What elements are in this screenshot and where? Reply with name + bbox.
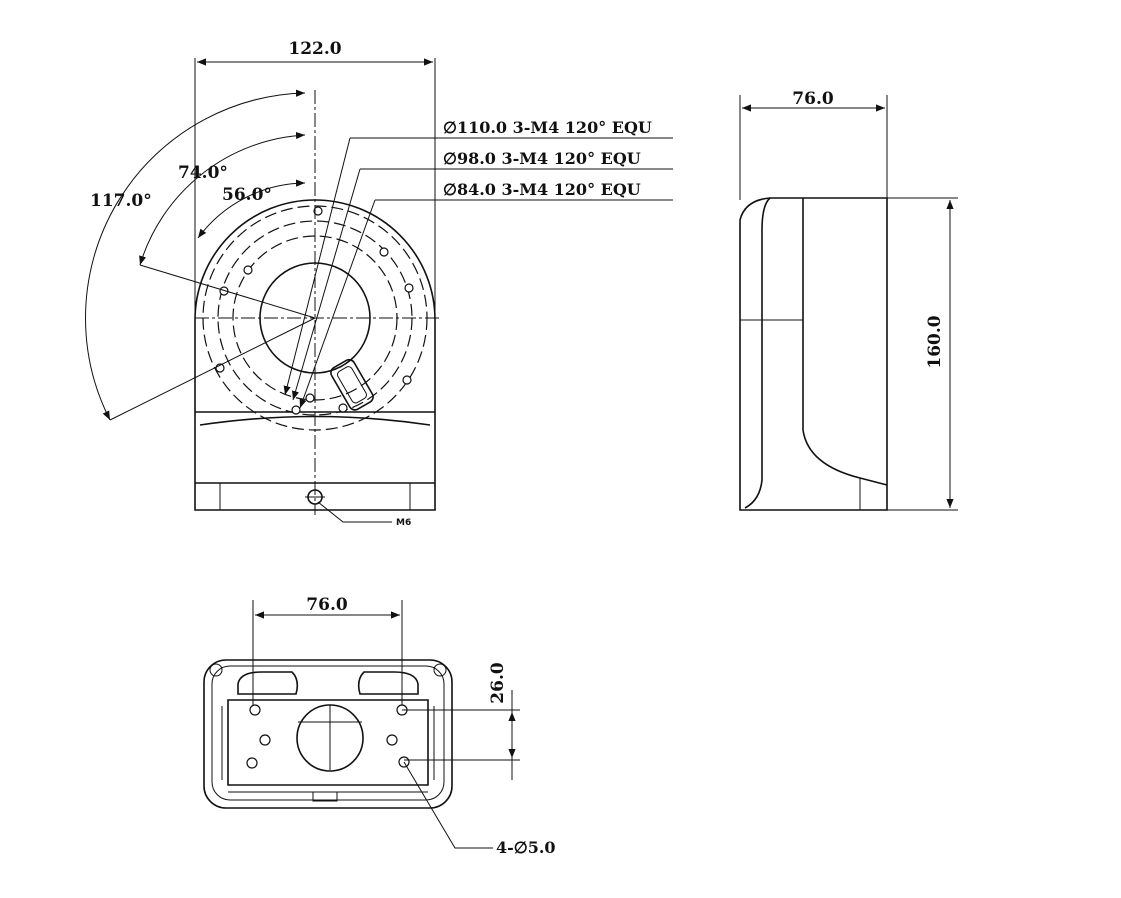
depth-dimension-label: 76.0 [792, 89, 834, 109]
angle-label-117: 117.0° [90, 191, 152, 211]
angle-arc-56 [197, 179, 306, 239]
side-view: 76.0 160.0 [739, 89, 958, 511]
side-body-outline [739, 197, 888, 511]
width-dimension-label: 122.0 [288, 39, 341, 59]
slot-right [357, 671, 419, 695]
angle-label-74: 74.0° [178, 163, 228, 183]
bottom-view: 76.0 26.0 4-∅5.0 [203, 595, 556, 857]
callout-98: ∅98.0 3-M4 120° EQU [443, 149, 641, 168]
hole-spacing-label: 76.0 [306, 595, 348, 615]
angle-arc-74 [139, 131, 306, 266]
slot-left [237, 671, 299, 695]
cable-slot [330, 358, 374, 411]
angle-label-56: 56.0° [222, 185, 272, 205]
hole-offset-label: 26.0 [488, 662, 508, 704]
angle-arc-117 [85, 89, 306, 421]
callout-110: ∅110.0 3-M4 120° EQU [443, 118, 652, 137]
hole-note: 4-∅5.0 [496, 838, 556, 857]
m6-label: M6 [396, 518, 411, 528]
height-dimension-label: 160.0 [925, 315, 945, 368]
base-outer-outline [203, 659, 453, 809]
front-view: 122.0 M6 [85, 39, 673, 528]
callout-84: ∅84.0 3-M4 120° EQU [443, 180, 641, 199]
